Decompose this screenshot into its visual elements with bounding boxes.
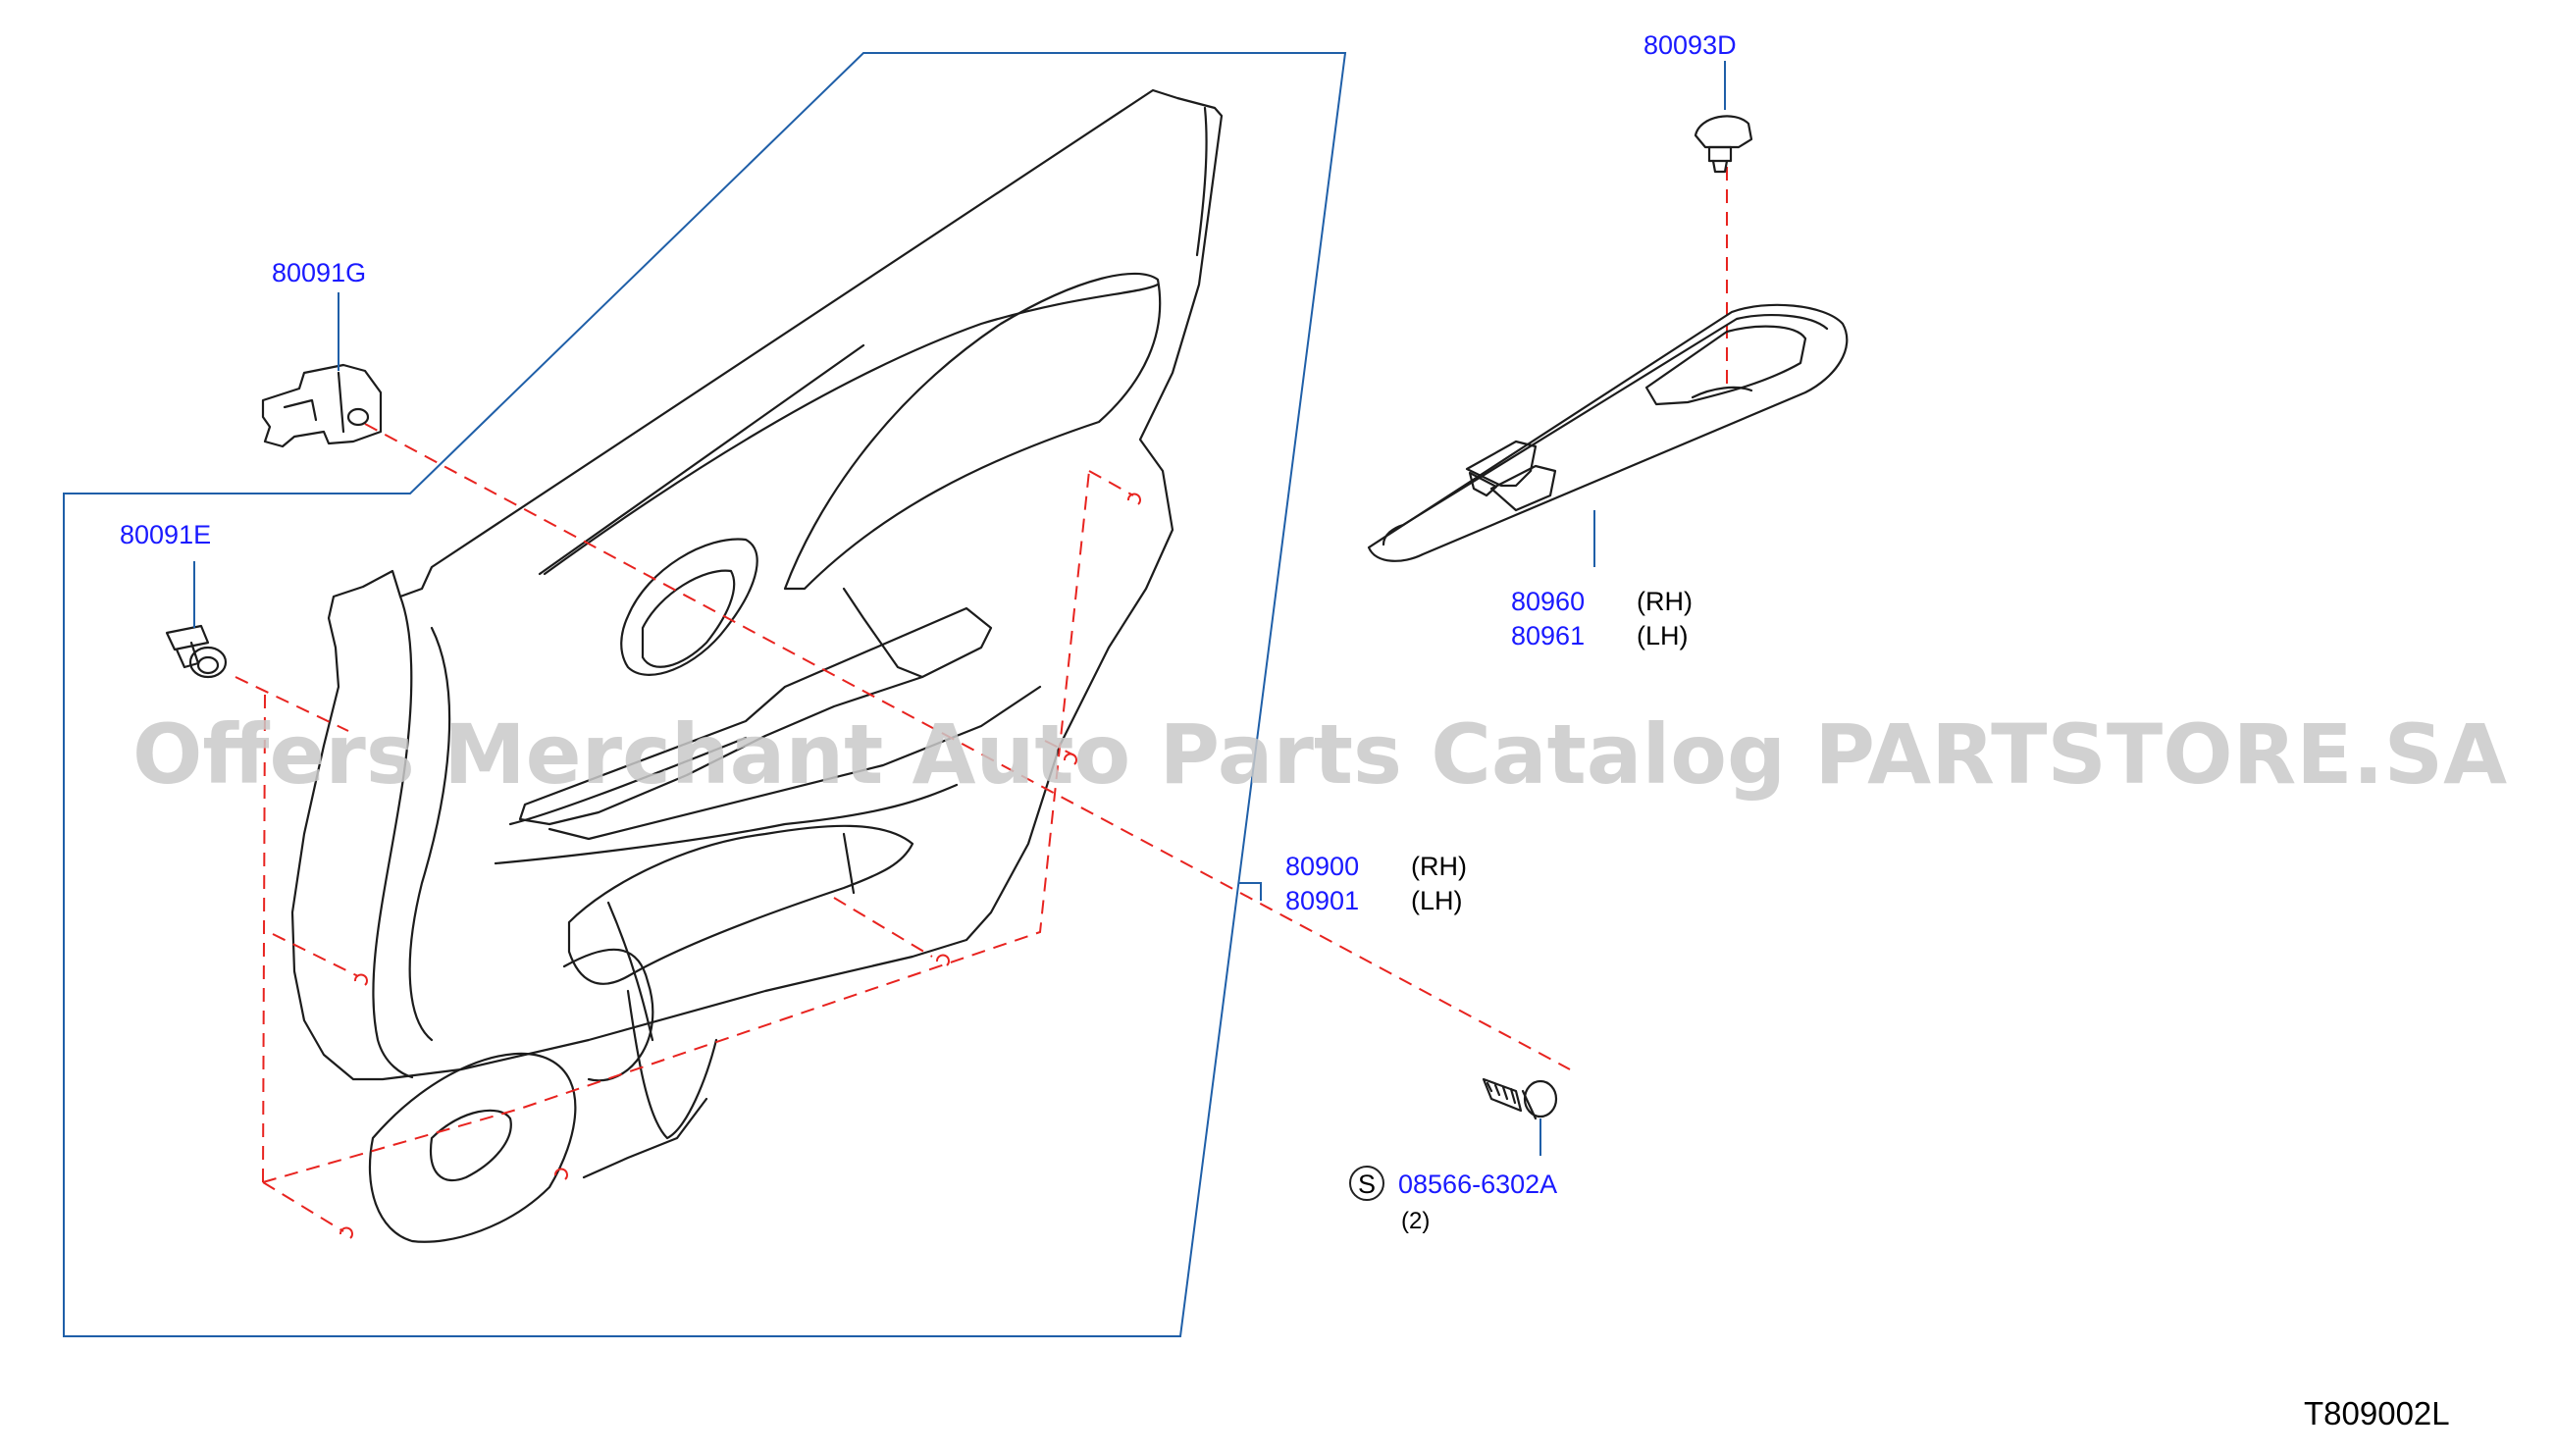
door-trim-panel[interactable] bbox=[290, 88, 1224, 1243]
label-80960[interactable]: 80960 bbox=[1511, 587, 1585, 616]
standard-part-symbol bbox=[1349, 1166, 1384, 1201]
side-80960: (RH) bbox=[1637, 587, 1693, 616]
side-80901: (LH) bbox=[1411, 886, 1463, 915]
label-80091e[interactable]: 80091E bbox=[120, 520, 211, 549]
side-80961: (LH) bbox=[1637, 621, 1689, 650]
trim-panel-leader bbox=[1238, 882, 1262, 901]
standard-part-letter: S bbox=[1358, 1170, 1376, 1199]
diagram-reference: T809002L bbox=[2304, 1395, 2450, 1431]
clip-80091g-icon[interactable] bbox=[261, 363, 383, 448]
assembly-frame bbox=[63, 52, 1347, 1337]
label-08566-6302a[interactable]: 08566-6302A bbox=[1398, 1170, 1557, 1199]
clip-80093d-icon[interactable] bbox=[1694, 115, 1753, 174]
screw-quantity: (2) bbox=[1401, 1208, 1430, 1234]
label-80961[interactable]: 80961 bbox=[1511, 621, 1585, 650]
label-80901[interactable]: 80901 bbox=[1285, 886, 1359, 915]
watermark-text: Offers Merchant Auto Parts Catalog PARTS… bbox=[132, 706, 2507, 803]
label-80900[interactable]: 80900 bbox=[1285, 852, 1359, 881]
side-80900: (RH) bbox=[1411, 852, 1467, 881]
assembly-lines bbox=[235, 167, 1728, 1239]
switch-finisher[interactable] bbox=[1367, 303, 1849, 562]
screw-icon[interactable] bbox=[1482, 1077, 1558, 1120]
label-80091g[interactable]: 80091G bbox=[272, 258, 366, 287]
clip-80091e-icon[interactable] bbox=[165, 624, 228, 679]
label-80093d[interactable]: 80093D bbox=[1643, 30, 1737, 60]
